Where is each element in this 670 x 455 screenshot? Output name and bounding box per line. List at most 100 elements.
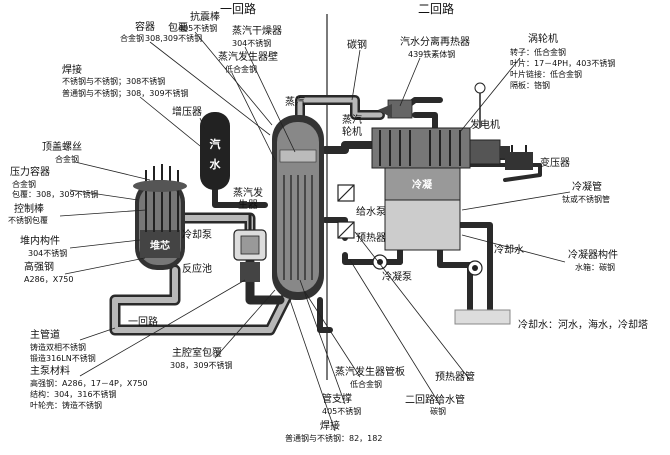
label-head-bolt: 顶盖螺丝 bbox=[42, 140, 82, 153]
label-feed-pump: 给水泵 bbox=[356, 205, 386, 218]
leader-lines bbox=[59, 31, 571, 432]
label-secondary-feed-pipe-mat: 碳钢 bbox=[430, 406, 446, 416]
transformer bbox=[505, 145, 533, 170]
label-coolant-pump: 冷却泵 bbox=[182, 228, 212, 241]
label-condenser-struct: 冷凝器构件 bbox=[568, 248, 618, 261]
labels-top-left: 容器 合金钢 包覆 308,309不锈钢 抗震棒 405不锈钢 蒸汽干燥器 30… bbox=[8, 10, 305, 284]
label-sg-dryer: 蒸汽干燥器 bbox=[232, 24, 282, 37]
label-condenser-tube-mat: 钛或不锈钢管 bbox=[562, 194, 610, 204]
label-anti-shock-rod-mat: 405不锈钢 bbox=[178, 23, 217, 33]
vessel-head bbox=[133, 180, 187, 192]
label-sg-dryer-mat: 304不锈钢 bbox=[232, 38, 271, 48]
generator bbox=[469, 139, 510, 165]
separator-reheater bbox=[378, 99, 413, 119]
control-rods bbox=[145, 164, 179, 232]
condensate-pump bbox=[372, 254, 388, 270]
label-transformer: 变压器 bbox=[540, 156, 570, 169]
label-turbine-mat1: 转子：低合金钢 bbox=[510, 47, 566, 57]
label-main-pump-mat: 主泵材料 bbox=[30, 364, 70, 377]
label-pressurizer: 增压器 bbox=[172, 105, 202, 118]
label-turbine: 涡轮机 bbox=[528, 32, 558, 45]
label-control-rod-mat: 不锈钢包覆 bbox=[8, 215, 48, 225]
labels-right: 碳钢 汽水分离再热器 439铁素体钢 涡轮机 转子：低合金钢 叶片：17－4PH… bbox=[342, 32, 648, 331]
pump-motor bbox=[240, 262, 260, 282]
condenser-box-label: 冷凝 bbox=[412, 178, 433, 191]
label-steam-turbine-2: 轮机 bbox=[342, 125, 362, 138]
label-secondary-feed-pipe: 二回路给水管 bbox=[405, 393, 465, 406]
label-sg-wall-mat: 低合金钢 bbox=[225, 64, 257, 74]
label-steam: 蒸汽 bbox=[285, 95, 305, 108]
label-tube-support-mat: 405不锈钢 bbox=[322, 406, 361, 416]
turbine-body bbox=[371, 127, 471, 169]
label-pressure-vessel: 压力容器 bbox=[10, 165, 50, 178]
cooling-water-pump bbox=[467, 260, 483, 276]
label-reactor-pit: 反应池 bbox=[182, 262, 212, 275]
label-turbine-mat4: 隔板：铬钢 bbox=[510, 80, 550, 90]
label-core-internals: 堆内构件 bbox=[20, 234, 60, 247]
label-main-pump-mat1: 高强钢：A286，17－4P，X750 bbox=[30, 378, 148, 388]
label-turbine-mat2: 叶片：17－4PH，403不锈钢 bbox=[510, 58, 615, 68]
feed-water-pump bbox=[337, 184, 355, 202]
label-condenser-struct-mat: 水箱：碳钢 bbox=[575, 262, 615, 272]
label-pressure-vessel-mat1: 合金钢 bbox=[12, 179, 36, 189]
label-main-pipe-mat2: 锻造316LN不锈钢 bbox=[30, 353, 96, 363]
pressurizer-text-2: 水 bbox=[210, 157, 222, 171]
label-tube-support: 管支撑 bbox=[322, 392, 352, 405]
label-separator: 汽水分离再热器 bbox=[400, 35, 470, 48]
labels-bottom: 一回路 主管道 铸造双相不锈钢 锻造316LN不锈钢 主泵材料 高强钢：A286… bbox=[30, 315, 475, 443]
label-welding-bottom: 焊接 bbox=[320, 419, 340, 432]
label-sg-tube-plate: 蒸汽发生器管板 bbox=[335, 365, 405, 378]
condenser-box bbox=[384, 167, 461, 201]
cooling-water-source bbox=[454, 309, 511, 325]
label-sg-1: 蒸汽发 bbox=[233, 186, 263, 199]
coolant-pump bbox=[233, 215, 267, 282]
condenser-lower bbox=[384, 199, 461, 251]
label-high-strength-steel-mat: A286，X750 bbox=[24, 275, 74, 284]
label-welding-top-mat2: 普通钢与不锈钢；308，309不锈钢 bbox=[62, 88, 189, 98]
primary-loop-header: 一回路 bbox=[220, 1, 256, 16]
turbine-blades bbox=[379, 130, 461, 166]
label-main-pipe: 主管道 bbox=[30, 328, 60, 341]
label-control-rod: 控制棒 bbox=[14, 202, 44, 215]
steam-generator bbox=[272, 115, 324, 300]
label-welding-top-mat1: 不锈钢与不锈钢；308不锈钢 bbox=[62, 76, 165, 86]
label-cooling-water: 冷却水 bbox=[494, 243, 524, 256]
label-main-pump-mat2: 结构：304，316不锈钢 bbox=[30, 389, 117, 399]
label-primary-loop: 一回路 bbox=[128, 315, 158, 328]
core-block bbox=[140, 230, 180, 258]
label-container-mat: 合金钢 bbox=[120, 33, 144, 43]
label-sg-tube-plate-mat: 低合金钢 bbox=[350, 379, 382, 389]
label-main-pipe-mat1: 铸造双相不锈钢 bbox=[30, 342, 86, 352]
label-welding-top: 焊接 bbox=[62, 63, 82, 76]
label-head-bolt-mat: 合金钢 bbox=[55, 154, 79, 164]
label-high-strength-steel: 高强钢 bbox=[24, 260, 54, 273]
sg-dryer-block bbox=[279, 149, 317, 163]
label-cladding-mat: 308,309不锈钢 bbox=[145, 33, 202, 43]
label-condenser-tube: 冷凝管 bbox=[572, 180, 602, 193]
label-container: 容器 bbox=[135, 20, 155, 33]
core-label: 堆芯 bbox=[150, 239, 170, 252]
valve-icon bbox=[474, 82, 486, 128]
label-main-chamber-mat: 308，309不锈钢 bbox=[170, 360, 233, 370]
turbine-assembly: 冷凝 bbox=[371, 127, 471, 251]
label-preheater-tube: 预热器管 bbox=[435, 370, 475, 383]
label-turbine-mat3: 叶片链接：低合金钢 bbox=[510, 69, 582, 79]
secondary-loop-header: 二回路 bbox=[418, 1, 454, 16]
label-cladding: 包覆 bbox=[168, 21, 188, 34]
transformer-body bbox=[505, 152, 533, 170]
reactor-vessel: 堆芯 bbox=[133, 164, 187, 270]
label-separator-mat: 439铁素体钢 bbox=[408, 49, 455, 59]
label-main-chamber: 主腔室包覆 bbox=[172, 346, 222, 359]
pressurizer-text-1: 汽 bbox=[210, 137, 221, 151]
label-cooling-source: 冷却水：河水，海水，冷却塔 bbox=[518, 318, 648, 331]
label-condensate-pump: 冷凝泵 bbox=[382, 270, 412, 283]
label-carbon-steel: 碳钢 bbox=[347, 38, 367, 51]
label-main-pump-mat3: 叶轮壳：铸造不锈钢 bbox=[30, 400, 102, 410]
label-preheater: 预热器 bbox=[356, 231, 386, 244]
label-welding-bottom-mat: 普通钢与不锈钢：82，182 bbox=[285, 433, 382, 443]
label-pressure-vessel-mat2: 包覆：308，309不锈钢 bbox=[12, 189, 99, 199]
generator-body bbox=[469, 139, 501, 165]
pressurizer-body bbox=[200, 112, 230, 190]
sg-tubes bbox=[283, 175, 313, 280]
